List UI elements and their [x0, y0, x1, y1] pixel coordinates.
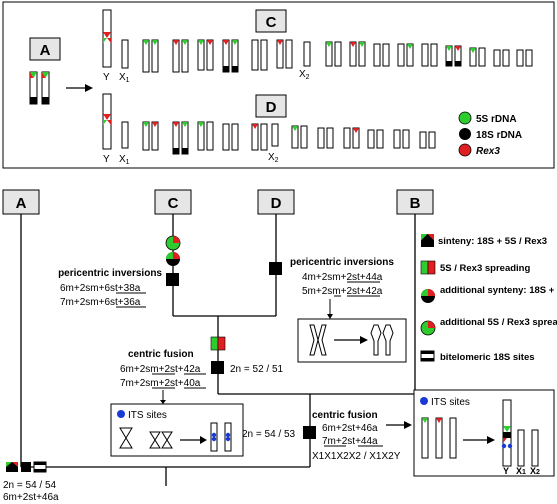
root-line1: 2n = 54 / 54	[3, 480, 57, 491]
arrow-a-to-karyotypes	[66, 84, 93, 92]
node-pericentric-c	[166, 273, 179, 286]
node-centric-fusion-1	[211, 361, 224, 374]
centric-fusion-2-title: centric fusion	[312, 410, 378, 421]
its-box-2-title: ITS sites	[431, 397, 470, 408]
karyotype-d: Y X1 X2	[102, 93, 436, 166]
legend-18s-text: 18S rDNA	[476, 130, 522, 141]
tree-label-a: A	[2, 189, 40, 215]
its-2-label-x2: X2	[530, 466, 540, 476]
chrom-c-x1: X1	[119, 72, 130, 84]
legend-add-synteny-icon	[421, 289, 435, 303]
node-2n-52-label: 2n = 52 / 51	[230, 364, 284, 375]
legend-18s-dot	[459, 128, 471, 140]
pericentric-d-line1: 4m+2sm+2st+44a	[302, 272, 383, 283]
top-label-d: D	[255, 94, 287, 118]
top-label-c: C	[255, 9, 287, 33]
annotation-root: 2n = 54 / 54 6m+2st+46a	[3, 480, 59, 503]
legend-add-spreading-text: additional 5S / Rex3 spreading	[440, 317, 557, 328]
legend-bitelomeric-icon	[420, 350, 435, 362]
legend-bitelomeric-text: bitelomeric 18S sites	[440, 352, 535, 363]
top-label-c-text: C	[266, 14, 277, 31]
root-markers	[6, 461, 47, 473]
annotation-pericentric-d: pericentric inversions 4m+2sm+2st+44a 5m…	[290, 257, 394, 297]
top-label-d-text: D	[266, 99, 277, 116]
centric-fusion-1-line2: 7m+2sm+2st+40a	[120, 378, 201, 389]
legend-5s-dot	[458, 111, 472, 125]
inset-its-1: ITS sites	[110, 390, 244, 457]
centric-fusion-1-line1: 6m+2sm+2st+42a	[120, 364, 201, 375]
spreading-marker-cd	[210, 336, 226, 351]
root-line2: 6m+2st+46a	[3, 492, 59, 503]
tree-label-d: D	[257, 189, 295, 215]
centric-fusion-1-title: centric fusion	[128, 349, 194, 360]
legend-add-spreading-icon	[420, 320, 436, 336]
karyotype-c: Y X1 X2	[102, 9, 533, 84]
top-legend: 5S rDNA 18S rDNA Rex3	[458, 111, 522, 157]
tree-label-a-text: A	[16, 195, 27, 212]
annotation-pericentric-c: pericentric inversions 6m+2sm+6st+38a 7m…	[58, 268, 162, 308]
sex-system-label: X1X1X2X2 / X1X2Y	[312, 451, 401, 462]
inset-pericentric-inversion	[297, 299, 407, 363]
legend-rex3-dot	[458, 143, 472, 157]
node-centric-fusion-2	[303, 426, 316, 439]
pericentric-c-line2: 7m+2sm+6st+36a	[60, 297, 141, 308]
tree-label-b: B	[396, 189, 434, 215]
annotation-centric-fusion-1: centric fusion 6m+2sm+2st+42a 7m+2sm+2st…	[120, 349, 284, 389]
pericentric-d-title: pericentric inversions	[290, 257, 394, 268]
legend-rex3-text: Rex3	[476, 146, 500, 157]
top-label-a-text: A	[40, 42, 51, 59]
its-2-label-x1: X1	[516, 466, 526, 476]
legend-spreading-text: 5S / Rex3 spreading	[440, 263, 530, 274]
pericentric-c-line1: 6m+2sm+6st+38a	[60, 283, 141, 294]
legend-synteny-text: sinteny: 18S + 5S / Rex3	[438, 236, 547, 247]
centric-fusion-2-line1: 6m+2st+46a	[322, 423, 378, 434]
annotation-centric-fusion-2: centric fusion 6m+2st+46a 7m+2st+44a X1X…	[312, 410, 412, 462]
chrom-c-y: Y	[103, 72, 110, 83]
legend-add-synteny-text: additional synteny: 18S + 5S / Rex3	[440, 285, 557, 296]
top-label-a: A	[29, 37, 61, 61]
legend-5s-text: 5S rDNA	[476, 114, 517, 125]
tree-label-b-text: B	[410, 195, 421, 212]
chrom-d-x1: X1	[119, 154, 130, 166]
tree-label-c-text: C	[168, 195, 179, 212]
its-box-1-title: ITS sites	[128, 410, 167, 421]
markers-branch-c	[165, 235, 181, 286]
chrom-d-y: Y	[103, 154, 110, 165]
pericentric-d-line2: 5m+2sm+2st+42a	[302, 286, 383, 297]
legend-spreading-icon	[420, 260, 436, 275]
tree-label-c: C	[154, 189, 192, 215]
pericentric-c-title: pericentric inversions	[58, 268, 162, 279]
chromosome-pair-a	[29, 71, 50, 105]
node-pericentric-d	[269, 262, 282, 275]
node-2n-54-label: 2n = 54 / 53	[242, 429, 296, 440]
inset-its-2: ITS sites Y X1 X2	[413, 389, 555, 477]
chrom-c-x2: X2	[299, 69, 310, 81]
its-2-label-y: Y	[503, 466, 509, 476]
tree-legend: sinteny: 18S + 5S / Rex3 5S / Rex3 sprea…	[420, 234, 557, 363]
tree-label-d-text: D	[271, 195, 282, 212]
centric-fusion-2-line2: 7m+2st+44a	[322, 436, 378, 447]
chrom-d-x2: X2	[268, 152, 279, 164]
legend-synteny-icon	[421, 234, 434, 247]
